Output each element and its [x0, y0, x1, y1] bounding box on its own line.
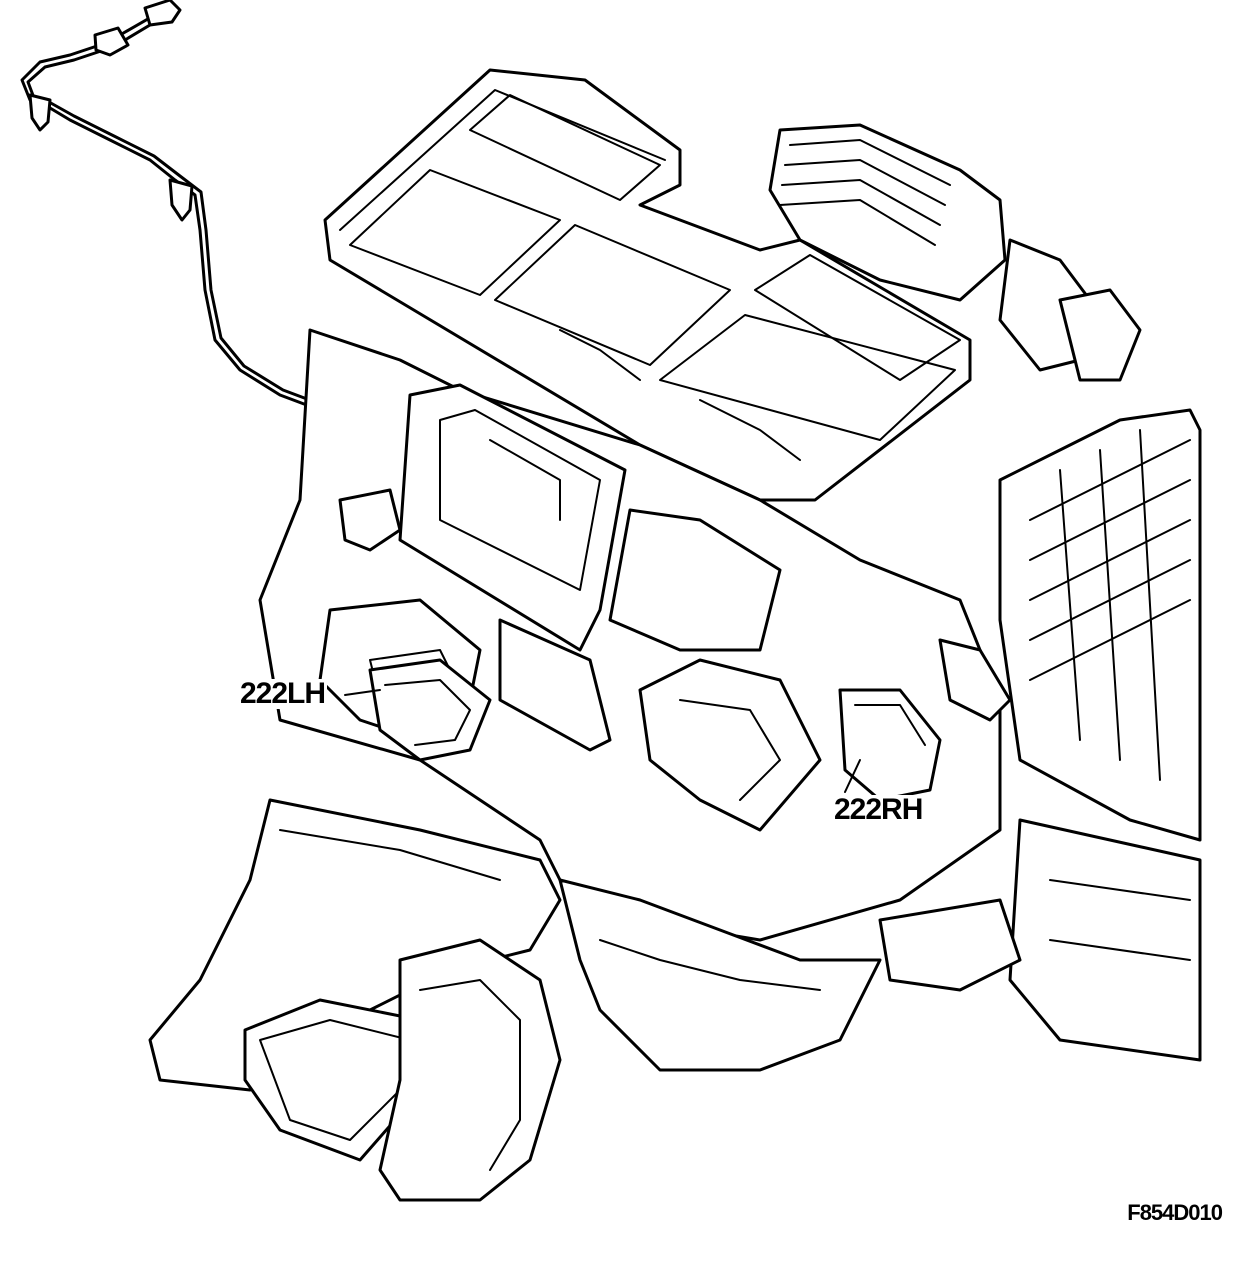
main-housing	[258, 328, 1002, 942]
sensor-cable	[20, 0, 352, 422]
callout-leaders	[344, 689, 861, 793]
heater-core	[938, 408, 1202, 1062]
lower-ducts	[148, 798, 1022, 1202]
callout-222lh-label: 222LH	[238, 677, 328, 710]
actuator-motors	[368, 658, 942, 802]
figure-code: F854D010	[1127, 1200, 1223, 1225]
callout-222rh-label: 222RH	[832, 793, 925, 826]
flexible-duct	[768, 123, 1142, 382]
